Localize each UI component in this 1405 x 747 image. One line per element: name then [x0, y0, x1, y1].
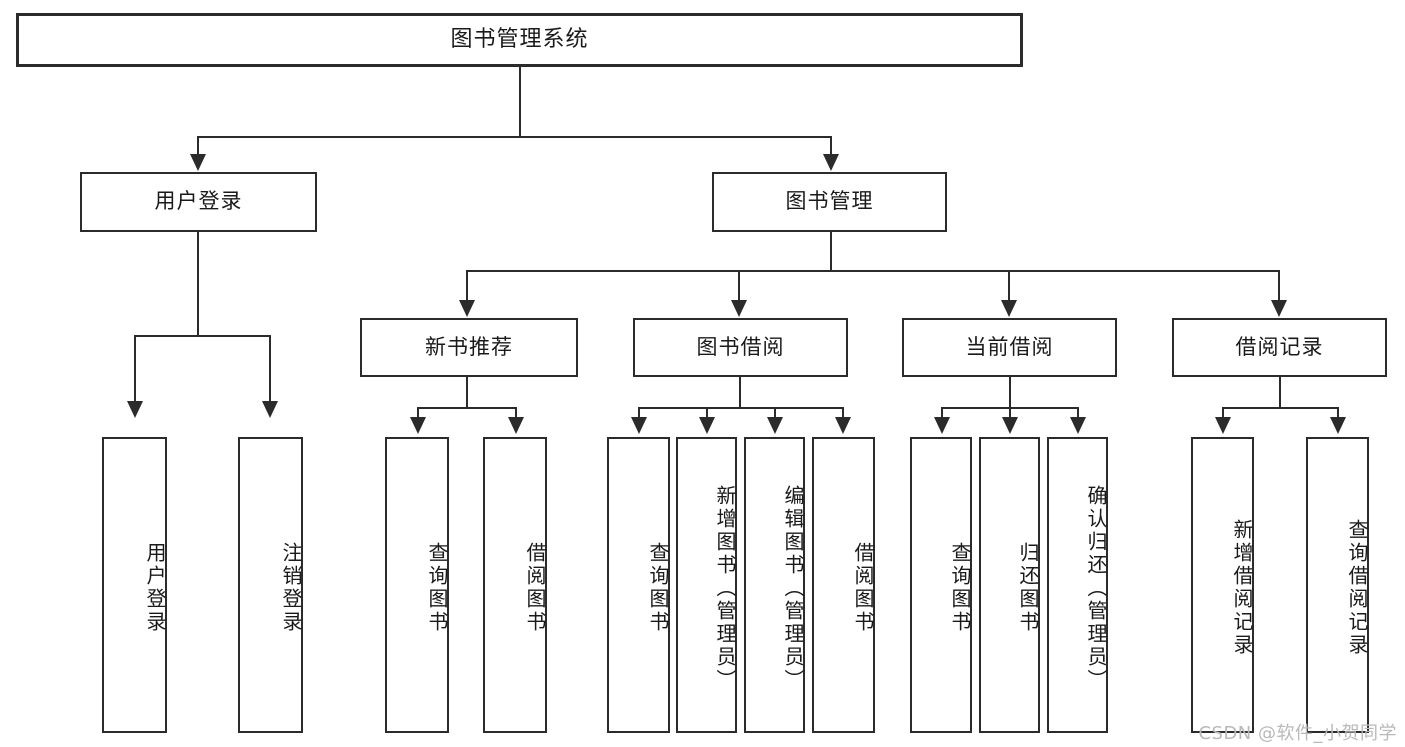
connector-borrow-to-leaf-1 — [638, 407, 640, 419]
connector-newbook-bus — [417, 407, 516, 409]
node-label: 编辑图书（管理员） — [781, 484, 805, 692]
leaf-records-add-record[interactable]: 新增借阅记录 — [1191, 437, 1254, 733]
connector-bookmgmt-to-records — [1278, 270, 1280, 302]
csdn-watermark: CSDN @软件_小贺同学 — [1198, 723, 1397, 744]
connector-current-stem — [1009, 377, 1011, 409]
node-label: 查询图书 — [646, 542, 670, 634]
connector-bookmgmt-to-new-book — [466, 270, 468, 302]
connector-newbook-stem — [466, 377, 468, 409]
node-label: 新增借阅记录 — [1230, 519, 1254, 657]
node-label: 当前借阅 — [965, 334, 1054, 359]
node-book-borrow[interactable]: 图书借阅 — [633, 318, 848, 377]
connector-root-stem — [519, 67, 521, 137]
connector-bookmgmt-bus — [466, 270, 1280, 272]
arrow-records-to-leaf-1 — [1215, 417, 1231, 434]
connector-current-to-leaf-3 — [1077, 407, 1079, 419]
node-borrow-records[interactable]: 借阅记录 — [1172, 318, 1387, 377]
node-current-borrow[interactable]: 当前借阅 — [902, 318, 1117, 377]
leaf-newbook-query[interactable]: 查询图书 — [385, 437, 449, 733]
connector-login-stem — [197, 232, 199, 336]
connector-root-to-bookmgmt — [830, 136, 832, 156]
arrow-root-to-bookmgmt — [823, 154, 839, 171]
arrow-bookmgmt-to-current — [1001, 300, 1017, 317]
connector-current-to-leaf-1 — [941, 407, 943, 419]
node-book-management[interactable]: 图书管理 — [712, 172, 947, 232]
node-label: 图书借阅 — [696, 334, 785, 359]
arrow-newbook-to-leaf-2 — [508, 417, 524, 434]
arrow-newbook-to-leaf-1 — [410, 417, 426, 434]
node-label: 借阅记录 — [1235, 334, 1324, 359]
connector-root-to-login — [197, 136, 199, 156]
connector-bookmgmt-stem — [830, 232, 832, 272]
leaf-borrow-edit-book[interactable]: 编辑图书（管理员） — [744, 437, 805, 733]
connector-records-to-leaf-2 — [1337, 407, 1339, 419]
node-label: 新增图书（管理员） — [713, 484, 737, 692]
node-label: 用户登录 — [154, 189, 243, 214]
connector-records-bus — [1222, 407, 1338, 409]
arrow-records-to-leaf-2 — [1330, 417, 1346, 434]
node-label: 借阅图书 — [851, 542, 875, 634]
connector-login-bus — [134, 335, 270, 337]
connector-records-to-leaf-1 — [1222, 407, 1224, 419]
connector-bookmgmt-to-current — [1008, 270, 1010, 302]
connector-borrow-to-leaf-4 — [842, 407, 844, 419]
connector-borrow-to-leaf-2 — [706, 407, 708, 419]
node-label: 查询借阅记录 — [1345, 519, 1369, 657]
leaf-borrow-query-book[interactable]: 查询图书 — [607, 437, 670, 733]
node-label: 图书管理 — [785, 189, 874, 214]
leaf-user-login-signout[interactable]: 注销登录 — [238, 437, 303, 733]
leaf-user-login-signin[interactable]: 用户登录 — [102, 437, 167, 733]
arrow-borrow-to-leaf-3 — [767, 417, 783, 434]
node-user-login[interactable]: 用户登录 — [80, 172, 317, 232]
connector-borrow-stem — [739, 377, 741, 409]
arrow-borrow-to-leaf-4 — [835, 417, 851, 434]
arrow-bookmgmt-to-borrow — [731, 300, 747, 317]
node-label: 归还图书 — [1016, 542, 1040, 634]
connector-root-bus — [197, 136, 831, 138]
leaf-borrow-borrow-book[interactable]: 借阅图书 — [812, 437, 875, 733]
node-label: 用户登录 — [143, 542, 167, 634]
arrow-current-to-leaf-1 — [934, 417, 950, 434]
connector-borrow-bus — [638, 407, 844, 409]
connector-login-to-leaf-2 — [269, 335, 271, 403]
leaf-current-query-book[interactable]: 查询图书 — [910, 437, 972, 733]
arrow-borrow-to-leaf-1 — [631, 417, 647, 434]
leaf-records-query-record[interactable]: 查询借阅记录 — [1306, 437, 1369, 733]
connector-current-to-leaf-2 — [1009, 407, 1011, 419]
connector-newbook-to-leaf-2 — [515, 407, 517, 419]
arrow-bookmgmt-to-records — [1271, 300, 1287, 317]
node-label: 新书推荐 — [425, 334, 513, 359]
arrow-root-to-login — [190, 154, 206, 171]
connector-login-to-leaf-1 — [134, 335, 136, 403]
leaf-newbook-borrow[interactable]: 借阅图书 — [483, 437, 547, 733]
connector-newbook-to-leaf-1 — [417, 407, 419, 419]
arrow-borrow-to-leaf-2 — [699, 417, 715, 434]
node-new-book-recommend[interactable]: 新书推荐 — [360, 318, 578, 377]
arrow-bookmgmt-to-new-book — [459, 300, 475, 317]
connector-records-stem — [1279, 377, 1281, 409]
arrow-login-to-leaf-2 — [262, 401, 278, 418]
node-label: 注销登录 — [279, 542, 303, 634]
node-label: 图书管理系统 — [450, 26, 589, 52]
arrow-current-to-leaf-3 — [1070, 417, 1086, 434]
node-label: 确认归还（管理员） — [1084, 484, 1108, 692]
leaf-borrow-add-book[interactable]: 新增图书（管理员） — [676, 437, 737, 733]
node-label: 查询图书 — [948, 542, 972, 634]
arrow-current-to-leaf-2 — [1002, 417, 1018, 434]
connector-borrow-to-leaf-3 — [774, 407, 776, 419]
leaf-current-return-book[interactable]: 归还图书 — [979, 437, 1040, 733]
node-label: 查询图书 — [425, 542, 449, 634]
arrow-login-to-leaf-1 — [127, 401, 143, 418]
node-label: 借阅图书 — [523, 542, 547, 634]
connector-bookmgmt-to-borrow — [738, 270, 740, 302]
node-root-system[interactable]: 图书管理系统 — [16, 13, 1023, 67]
leaf-current-confirm-return[interactable]: 确认归还（管理员） — [1047, 437, 1108, 733]
